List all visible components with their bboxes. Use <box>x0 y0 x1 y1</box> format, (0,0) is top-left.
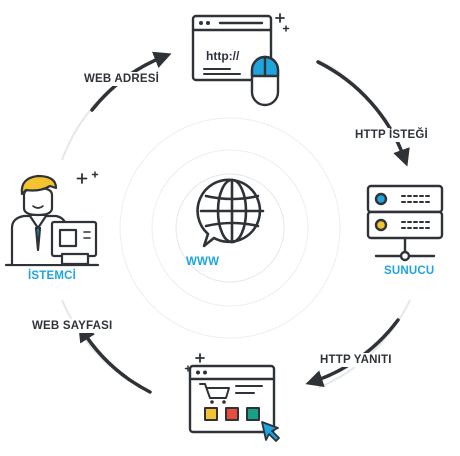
arrow-web-page <box>78 324 152 394</box>
browser-mouse-icon <box>191 13 290 107</box>
background-rings <box>119 117 341 339</box>
arrow-http-response <box>305 318 400 388</box>
center-www-label: WWW <box>186 256 220 268</box>
server-label: SUNUCU <box>381 264 438 278</box>
browser-url-text: http:// <box>206 49 240 63</box>
client-person-icon <box>4 171 100 267</box>
edge-label-web-address: WEB ADRESİ <box>81 72 163 86</box>
client-label: İSTEMCİ <box>25 269 80 283</box>
server-icon <box>366 184 444 262</box>
edge-label-http-request: HTTP İSTEĞİ <box>352 128 431 142</box>
arrow-http-request <box>316 60 410 167</box>
edge-label-http-response: HTTP YANITI <box>317 353 395 367</box>
edge-label-web-page: WEB SAYFASI <box>29 319 116 333</box>
shopping-page-icon <box>184 353 280 442</box>
globe-icon <box>196 178 265 248</box>
